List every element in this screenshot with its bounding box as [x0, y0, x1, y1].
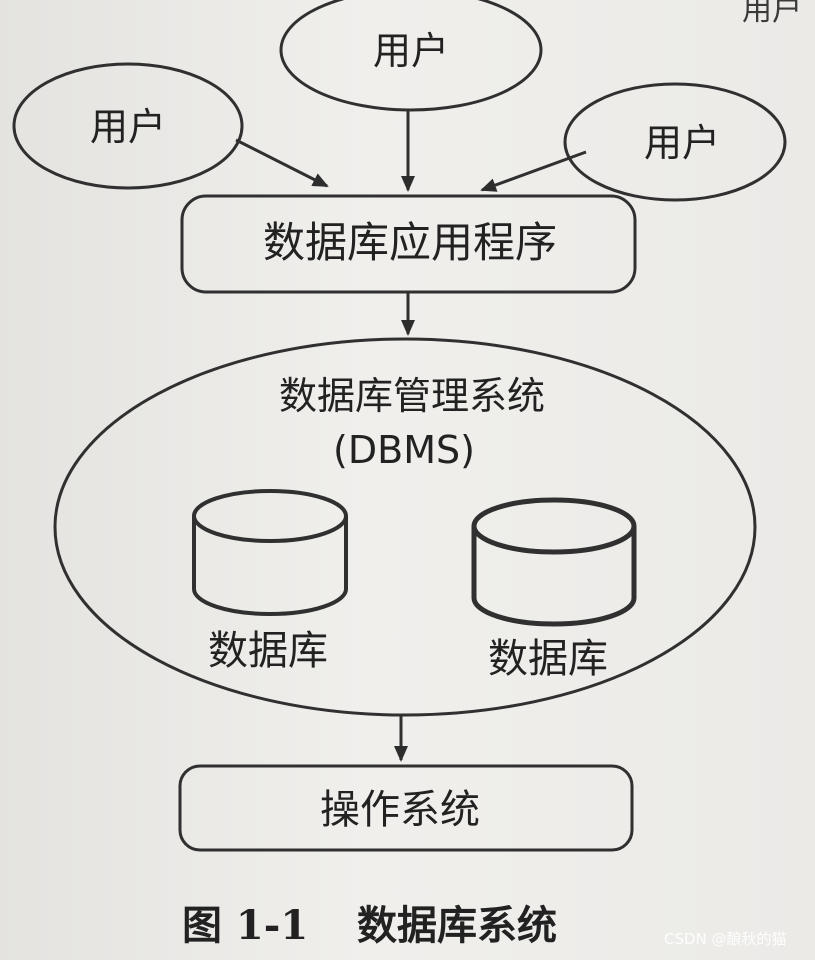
dbms-label-line1: 数据库管理系统 — [279, 374, 545, 418]
user-top-node: 用户 — [279, 0, 543, 112]
user-left-label: 用户 — [90, 105, 166, 149]
database-left-label: 数据库 — [208, 628, 328, 674]
arrow-user-right-to-app — [480, 150, 587, 192]
arrow-user-left-to-app — [235, 138, 329, 188]
user-top-label: 用户 — [373, 29, 449, 73]
figure-number: 图 1-1 — [182, 902, 308, 949]
app-node: 数据库应用程序 — [180, 194, 637, 294]
database-right-node: 数据库 — [471, 497, 637, 682]
user-right-label: 用户 — [644, 121, 720, 165]
database-right-label: 数据库 — [488, 636, 608, 682]
database-left-node: 数据库 — [192, 489, 348, 674]
figure-title: 数据库系统 — [357, 902, 557, 949]
os-node: 操作系统 — [178, 764, 634, 852]
user-right-node: 用户 — [563, 82, 787, 202]
edge-text-fragment: 用户 — [742, 0, 802, 28]
os-label: 操作系统 — [320, 787, 480, 833]
watermark: CSDN @酿秋的猫 — [664, 930, 787, 948]
dbms-label-line2: (DBMS) — [333, 428, 475, 472]
app-label: 数据库应用程序 — [263, 218, 557, 267]
user-left-node: 用户 — [12, 62, 244, 190]
dbms-node: 数据库管理系统 (DBMS) — [53, 337, 757, 717]
